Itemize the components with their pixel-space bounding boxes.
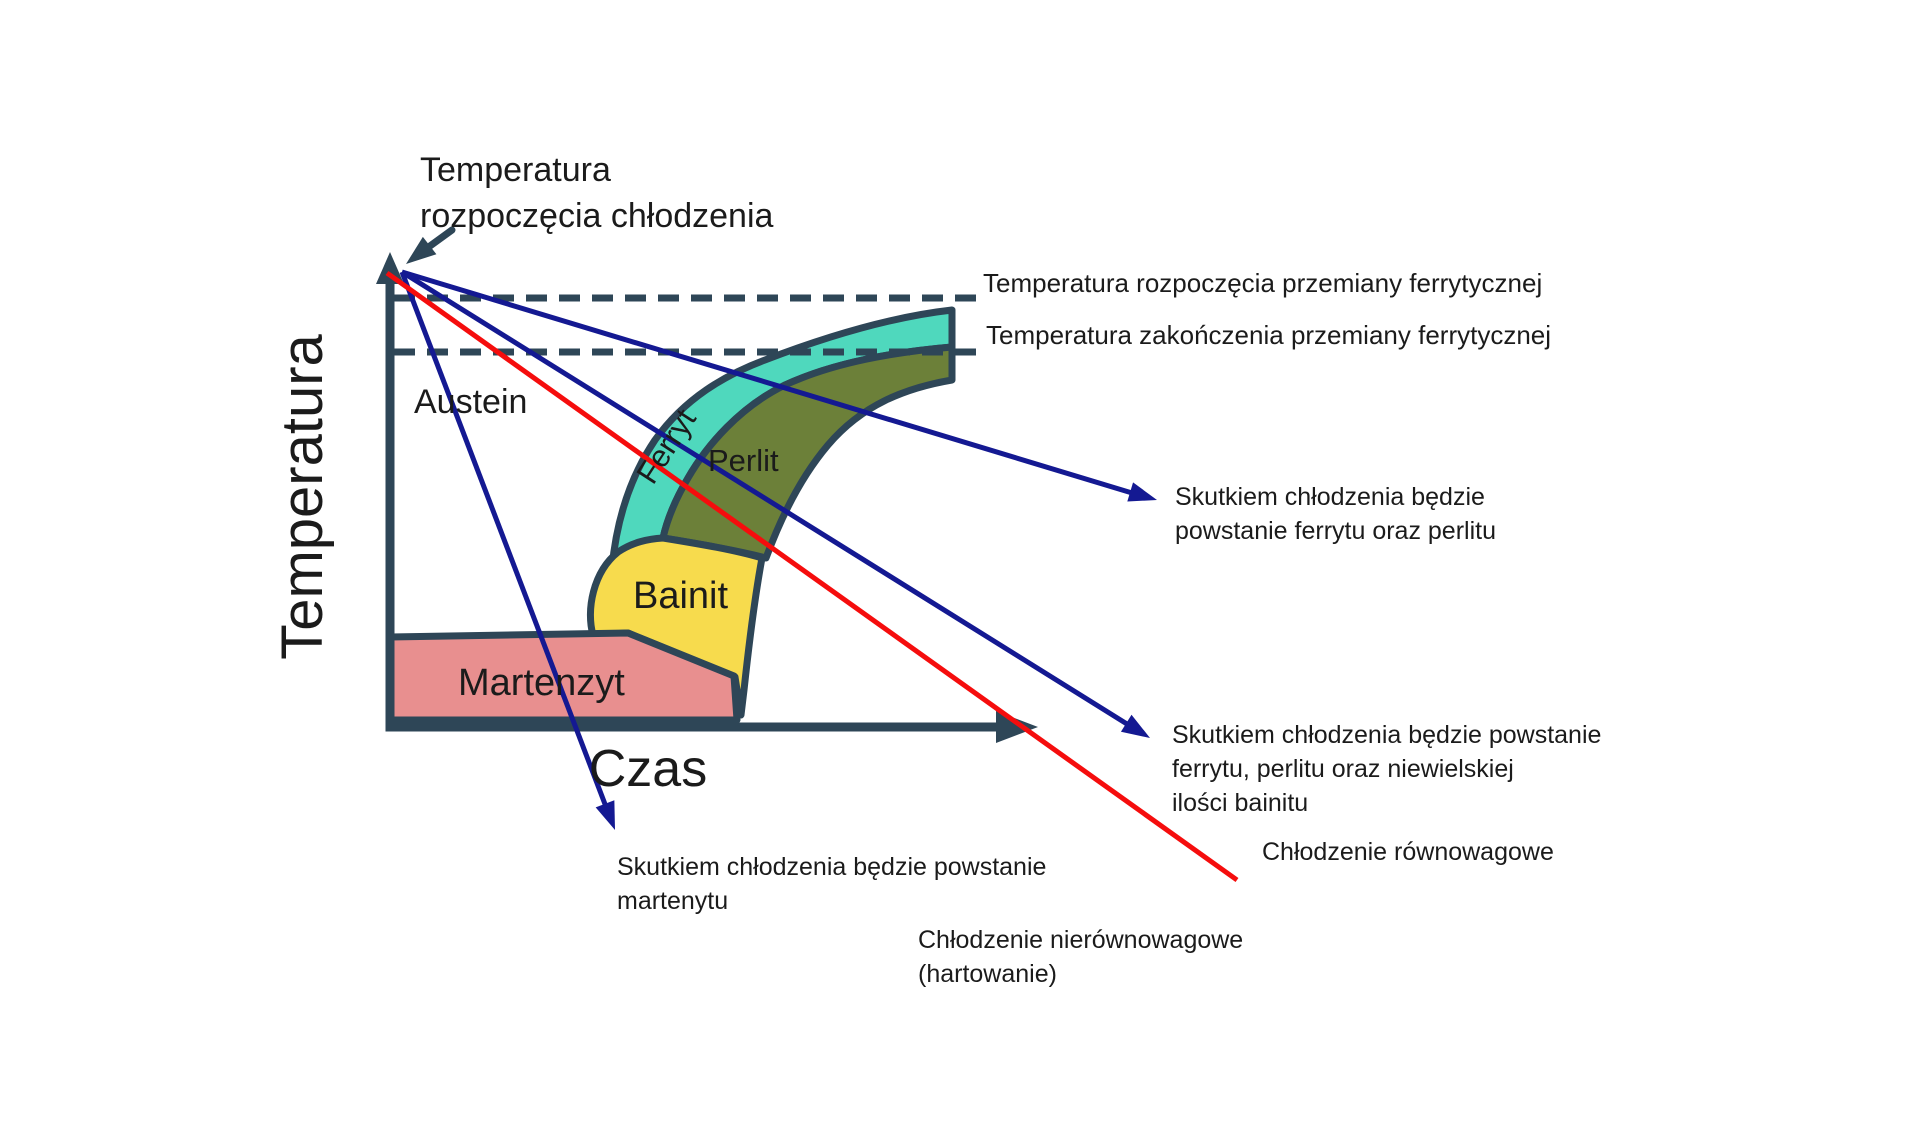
region-label-austenite: Austein <box>414 383 527 421</box>
nonequilibrium-cooling-label-line2: (hartowanie) <box>918 960 1057 988</box>
equilibrium-cooling-label: Chłodzenie równowagowe <box>1262 838 1554 866</box>
y-axis-label: Temperatura <box>270 333 335 659</box>
result-martensite-line2: martenytu <box>617 887 728 915</box>
start-temp-label-line1: Temperatura <box>420 151 611 189</box>
dashed-label-ferrite-start: Temperatura rozpoczęcia przemiany ferryt… <box>983 268 1542 298</box>
cooling-line-ferrite-pearlite <box>401 269 1143 499</box>
cooling-line-martensite <box>399 271 611 813</box>
region-pearlite-band <box>659 343 956 562</box>
result-bainite-line2: ferrytu, perlitu oraz niewielskiej <box>1172 755 1514 783</box>
result-ferrite-pearlite-line1: Skutkiem chłodzenia będzie <box>1175 483 1485 511</box>
start-temp-label-line2: rozpoczęcia chłodzenia <box>420 197 774 235</box>
cooling-line-bainite <box>400 269 1137 732</box>
dashed-label-ferrite-end: Temperatura zakończenia przemiany ferryt… <box>986 320 1551 350</box>
result-ferrite-pearlite-line2: powstanie ferrytu oraz perlitu <box>1175 517 1496 545</box>
region-label-pearlite: Perlit <box>708 443 779 478</box>
x-axis-arrowhead <box>996 711 1038 743</box>
axes <box>385 269 1003 732</box>
y-axis-arrowhead <box>376 252 404 284</box>
result-bainite-line3: ilości bainitu <box>1172 789 1308 817</box>
equilibrium-cooling-line <box>385 270 1239 883</box>
nonequilibrium-cooling-label-line1: Chłodzenie nierównowagowe <box>918 926 1243 954</box>
result-martensite-line1: Skutkiem chłodzenia będzie powstanie <box>617 853 1046 881</box>
region-label-martensite: Martenzyt <box>458 662 625 704</box>
start-temp-arrowhead <box>406 236 437 264</box>
cooling-line-ferrite-pearlite-arrowhead <box>1127 482 1157 502</box>
x-axis-label: Czas <box>589 740 707 798</box>
result-bainite-line1: Skutkiem chłodzenia będzie powstanie <box>1172 721 1601 749</box>
region-bainite <box>587 534 766 719</box>
region-label-bainite: Bainit <box>633 575 728 617</box>
cooling-line-bainite-arrowhead <box>1120 714 1150 738</box>
cooling-line-martensite-arrowhead <box>595 800 615 830</box>
